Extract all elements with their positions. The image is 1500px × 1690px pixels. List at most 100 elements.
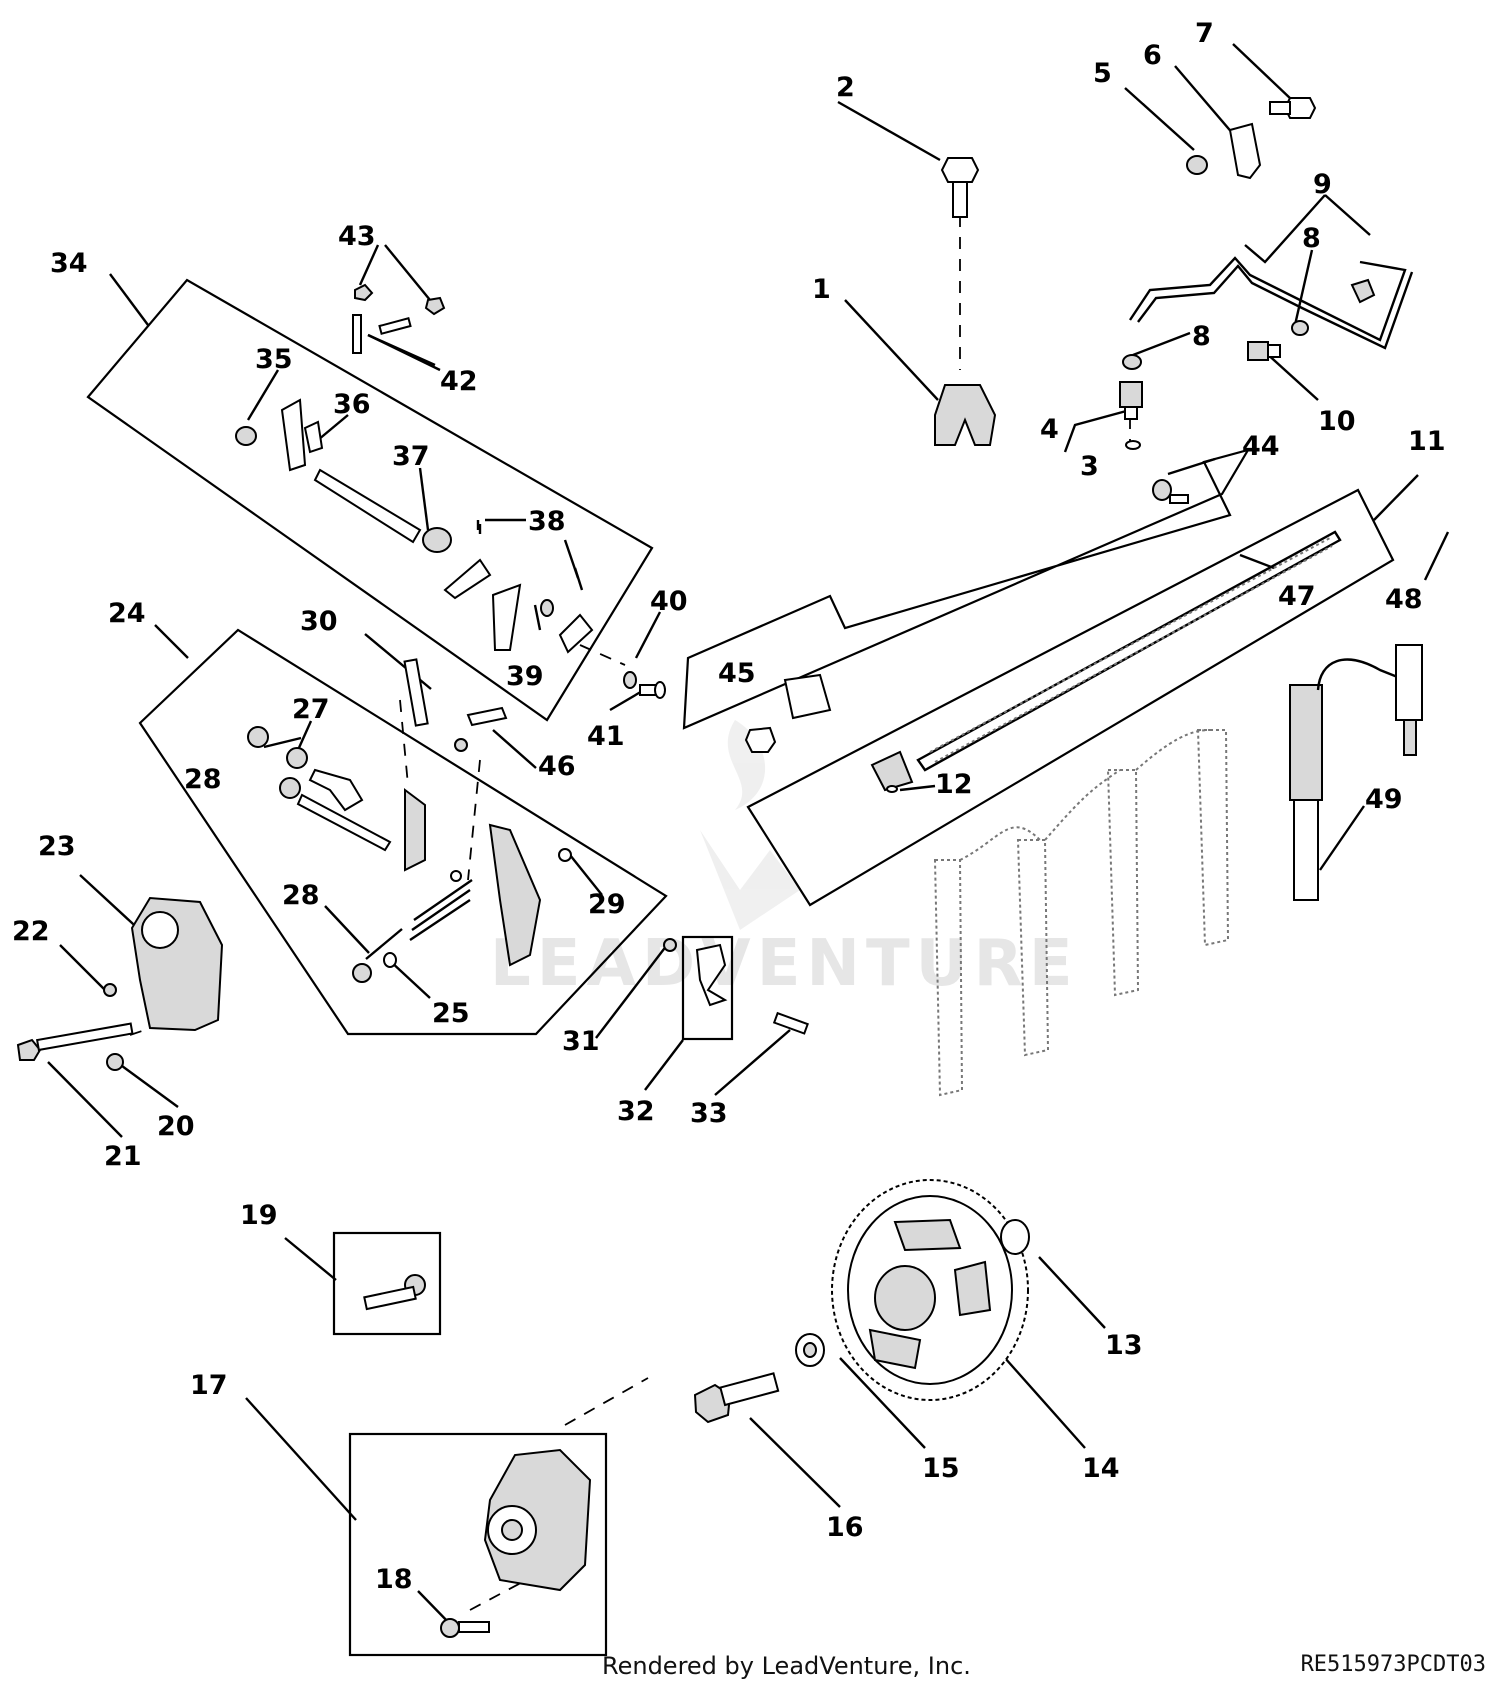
gasket-rail-part-47 <box>916 530 1342 772</box>
stud-part-19 <box>363 1274 426 1311</box>
callout-4: 4 <box>1040 414 1059 445</box>
nut-part-31 <box>663 938 677 952</box>
drawing-id: RE515973PCDT03 <box>1300 1652 1486 1677</box>
callout-42: 42 <box>440 366 478 397</box>
callout-11: 11 <box>1408 426 1446 457</box>
callout-5: 5 <box>1093 58 1112 89</box>
callout-39: 39 <box>506 661 544 692</box>
callout-6: 6 <box>1143 40 1162 71</box>
callout-8a: 8 <box>1192 321 1211 352</box>
callout-38: 38 <box>528 506 566 537</box>
seal-part-3 <box>1125 440 1141 450</box>
pin-part-12 <box>870 750 914 793</box>
gear-part-14 <box>831 1179 1029 1401</box>
callout-24: 24 <box>108 598 146 629</box>
injector-nozzles <box>933 729 1230 1097</box>
callout-2: 2 <box>836 72 855 103</box>
callout-48: 48 <box>1385 584 1423 615</box>
screw-part-44 <box>1152 479 1189 504</box>
callout-25: 25 <box>432 998 470 1029</box>
callout-12: 12 <box>935 769 973 800</box>
lever-part-32 <box>695 943 728 1007</box>
fitting-part-10 <box>1247 341 1281 361</box>
fuel-line-part-9 <box>1129 256 1407 342</box>
bolt-part-16 <box>693 1372 780 1424</box>
injector-part-49 <box>1289 658 1406 901</box>
group-frame-24 <box>138 628 668 1036</box>
bracket-part-45 <box>744 673 832 753</box>
callout-14: 14 <box>1082 1453 1120 1484</box>
callout-49: 49 <box>1365 784 1403 815</box>
callout-44: 44 <box>1242 431 1280 462</box>
nut-part-20 <box>106 1053 124 1071</box>
group-frame-34 <box>86 278 654 722</box>
callout-labels: 1 2 3 4 5 6 7 8 8 9 10 11 12 13 14 15 16… <box>12 18 1446 1595</box>
pin-part-41 <box>639 681 666 699</box>
callout-3: 3 <box>1080 451 1099 482</box>
washer-part-8a <box>1122 354 1142 370</box>
callout-13: 13 <box>1105 1330 1143 1361</box>
callout-36: 36 <box>333 389 371 420</box>
callout-35: 35 <box>255 344 293 375</box>
callout-9: 9 <box>1313 169 1332 200</box>
housing-part-23 <box>130 896 224 1032</box>
bolt-part-18 <box>440 1618 490 1638</box>
callout-45: 45 <box>718 658 756 689</box>
nut-part-5 <box>1186 155 1208 175</box>
callout-37: 37 <box>392 441 430 472</box>
rendered-by-credit: Rendered by LeadVenture, Inc. <box>602 1652 971 1680</box>
nozzle-part-48 <box>1395 644 1423 756</box>
callout-43: 43 <box>338 221 376 252</box>
callout-29: 29 <box>588 889 626 920</box>
callout-33: 33 <box>690 1098 728 1129</box>
callout-46: 46 <box>538 751 576 782</box>
group-frame-19 <box>332 1231 442 1336</box>
callout-1: 1 <box>812 274 831 305</box>
callout-28a: 28 <box>184 764 222 795</box>
group-frame-32 <box>681 935 734 1041</box>
callout-15: 15 <box>922 1453 960 1484</box>
callout-19: 19 <box>240 1200 278 1231</box>
governor-parts-group-24 <box>247 658 572 983</box>
fitting-part-4 <box>1119 381 1143 420</box>
line-nut-part-9 <box>1350 278 1376 304</box>
bolt-part-2 <box>940 157 980 218</box>
o-ring-part-13 <box>1000 1219 1030 1255</box>
callout-32: 32 <box>617 1096 655 1127</box>
callout-28b: 28 <box>282 880 320 911</box>
bracket-part-1 <box>934 384 997 446</box>
callout-31: 31 <box>562 1026 600 1057</box>
bolt-part-21 <box>16 1022 134 1061</box>
callout-8b: 8 <box>1302 223 1321 254</box>
callout-21: 21 <box>104 1141 142 1172</box>
linkage-parts-group-34 <box>235 283 594 654</box>
watermark-text: LEADVENTURE <box>490 927 1079 1001</box>
callout-27: 27 <box>292 694 330 725</box>
pump-body-part-17 <box>483 1448 592 1592</box>
callout-20: 20 <box>157 1111 195 1142</box>
washer-part-15 <box>795 1333 825 1367</box>
watermark-logo <box>700 720 800 930</box>
washer-part-22 <box>103 983 117 997</box>
clamp-part-6 <box>1228 122 1262 180</box>
callout-41: 41 <box>587 721 625 752</box>
callout-34: 34 <box>50 248 88 279</box>
callout-17: 17 <box>190 1370 228 1401</box>
callout-16: 16 <box>826 1512 864 1543</box>
group-frame-17 <box>348 1432 608 1657</box>
callout-30: 30 <box>300 606 338 637</box>
callout-23: 23 <box>38 831 76 862</box>
callout-22: 22 <box>12 916 50 947</box>
washer-part-40 <box>623 671 637 689</box>
bolt-part-7 <box>1269 97 1317 119</box>
callout-47: 47 <box>1278 581 1316 612</box>
fuel-line-outline <box>1137 264 1414 350</box>
washer-part-8b <box>1291 320 1309 336</box>
stud-part-33 <box>772 1011 809 1035</box>
callout-40: 40 <box>650 586 688 617</box>
callout-18: 18 <box>375 1564 413 1595</box>
group-frame-11 <box>746 488 1395 907</box>
callout-7: 7 <box>1195 18 1214 49</box>
callout-10: 10 <box>1318 406 1356 437</box>
